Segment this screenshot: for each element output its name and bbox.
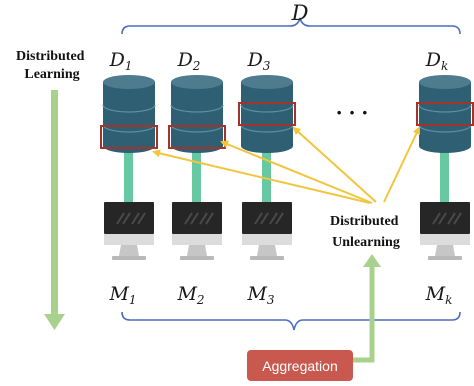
unlearning-arrows [152,126,421,204]
dataset-label-2: D2 [177,49,201,73]
forget-data-highlight-3 [238,102,296,126]
dataset-label-3: D3 [247,49,271,73]
model-monitor-3 [242,202,292,260]
model-monitor-1 [104,202,154,260]
ellipsis: · · · [335,100,368,125]
model-monitor-k [420,202,470,260]
top-brace [121,17,461,35]
model-label-1: M1 [108,283,136,307]
distributed-learning-label: Distributed Learning [16,49,88,82]
model-label-k: Mk [425,283,453,307]
dataset-cylinder-1 [100,75,158,153]
arrow-to-d3 [292,126,377,203]
forget-data-highlight-1 [100,125,158,149]
arrow-to-d1 [152,149,371,204]
forget-data-highlight-k [416,102,474,126]
model-monitor-2 [172,202,222,260]
aggregation-label: Aggregation [262,358,338,374]
dataset-cylinder-2 [168,75,226,153]
top-label: D [291,1,309,25]
model-label-2: M2 [176,283,204,307]
forget-data-highlight-2 [168,125,226,149]
dataset-cylinder-k [416,75,474,153]
arrow-to-d2 [220,140,373,204]
dataset-label-1: D1 [109,49,133,73]
distributed-unlearning-label: Distributed Unlearning [330,214,402,250]
learning-down-arrow [44,90,65,330]
arrow-to-dk [383,126,421,203]
aggregation-up-arrow [352,254,381,363]
model-label-3: M3 [246,283,274,307]
aggregation-box [247,350,353,381]
dataset-label-k: Dk [425,49,449,73]
connectors [124,148,449,204]
dataset-cylinder-3 [238,75,296,153]
bottom-brace [121,311,461,331]
